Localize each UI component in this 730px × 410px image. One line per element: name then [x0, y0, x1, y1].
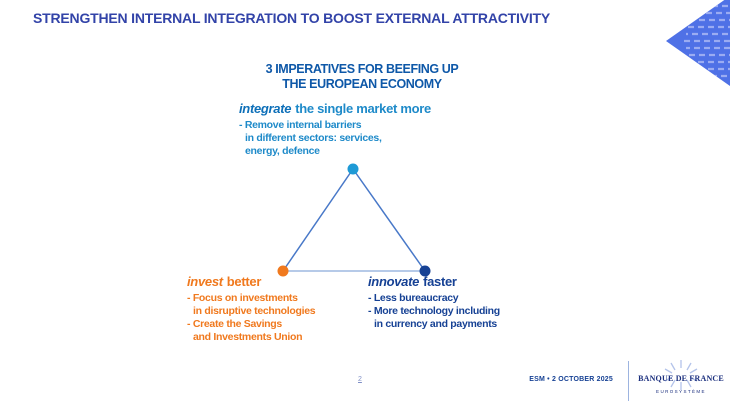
invest-bullet-line: - Focus on investments — [187, 291, 298, 304]
innovate-vertex-dot — [419, 265, 431, 277]
invest-bullet-line: and Investments Union — [193, 330, 303, 343]
corner-triangle-shape — [666, 0, 730, 86]
innovate-bullet-line: in currency and payments — [374, 317, 497, 330]
footer-divider-line — [628, 361, 629, 401]
integrate-bullet-line: energy, defence — [245, 144, 320, 157]
triangle-diagram — [277, 163, 431, 277]
integrate-vertex-dot — [347, 163, 359, 175]
invest-bullet-line: - Create the Savings — [187, 317, 282, 330]
invest-vertex-dot — [277, 265, 289, 277]
triangle-left-edge — [282, 168, 354, 272]
triangle-right-edge — [352, 168, 426, 272]
integrate-keyword: integrate — [239, 101, 292, 116]
slide-title: STRENGTHEN INTERNAL INTEGRATION TO BOOST… — [33, 10, 551, 26]
innovate-keyword: innovate — [368, 274, 420, 289]
subtitle-line-1: 3 IMPERATIVES FOR BEEFING UP — [265, 62, 459, 76]
subtitle-line-2: THE EUROPEAN ECONOMY — [282, 76, 442, 91]
innovate-bullet-line: - More technology including — [368, 304, 500, 317]
innovate-bullet-line: - Less bureaucracy — [368, 291, 459, 304]
footer-event-date: ESM • 2 OCTOBER 2025 — [529, 376, 613, 383]
integrate-heading-rest: the single market more — [295, 101, 431, 116]
corner-arrow-decoration — [666, 0, 730, 86]
logo-sunburst-icon — [664, 360, 698, 390]
integrate-bullet-line: in different sectors: services, — [245, 131, 382, 144]
invest-heading-rest: better — [226, 274, 262, 289]
banque-de-france-logo: BANQUE DE FRANCE EUROSYSTÈME — [637, 360, 725, 394]
invest-bullet-line: in disruptive technologies — [193, 304, 316, 317]
invest-keyword: invest — [187, 274, 223, 289]
slide-subtitle: 3 IMPERATIVES FOR BEEFING UP THE EUROPEA… — [182, 62, 542, 91]
logo-bank-name: BANQUE DE FRANCE — [638, 374, 724, 383]
page-number: 2 — [358, 376, 362, 383]
integrate-bullet-line: - Remove internal barriers — [239, 118, 362, 131]
logo-eurosystem-label: EUROSYSTÈME — [656, 389, 706, 394]
innovate-heading-rest: faster — [423, 274, 457, 289]
